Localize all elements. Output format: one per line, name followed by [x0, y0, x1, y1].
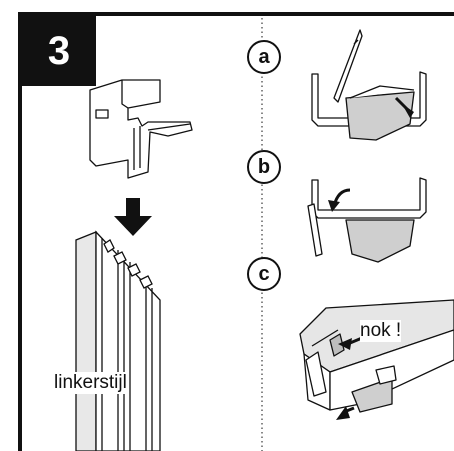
- profile-label: linkerstijl: [54, 372, 127, 394]
- step-b-drawing: [307, 177, 427, 263]
- arrow-a-shaft: [394, 96, 410, 112]
- clip-bracket-drawing: [89, 79, 193, 179]
- substep-a-letter: a: [258, 45, 270, 68]
- notch-label: nok !: [360, 320, 402, 342]
- frame-top-border: [18, 12, 454, 16]
- step-number: 3: [47, 28, 71, 73]
- substep-b-letter: b: [257, 155, 271, 178]
- frame-left-border: [18, 12, 22, 451]
- left-profile-drawing: [75, 230, 161, 451]
- arrow-b-icon: [328, 200, 340, 212]
- down-arrow-icon: [114, 198, 152, 236]
- step-c-drawing: [299, 299, 454, 413]
- arrow-c-bottom-shaft: [343, 406, 355, 414]
- step-number-badge: 3: [22, 16, 96, 86]
- substep-c-label: c: [247, 257, 281, 291]
- arrow-c-notch-icon: [338, 338, 352, 350]
- substep-a-label: a: [247, 40, 281, 74]
- substep-b-label: b: [247, 150, 281, 184]
- step-a-drawing: [311, 29, 427, 141]
- substep-c-letter: c: [258, 262, 270, 285]
